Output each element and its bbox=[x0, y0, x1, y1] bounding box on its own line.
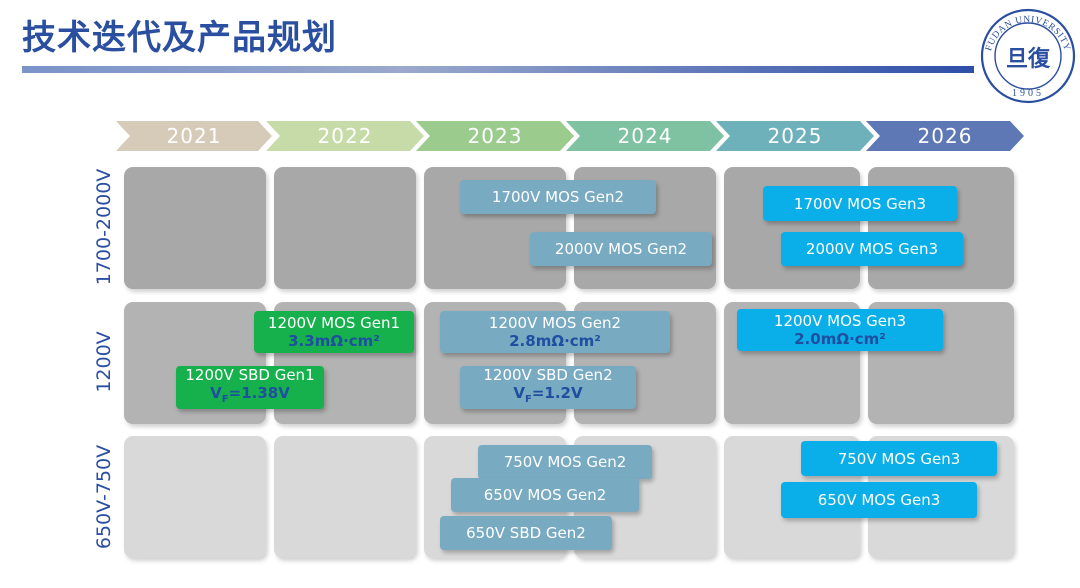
product-label: 750V MOS Gen3 bbox=[837, 449, 961, 468]
product-label: 1200V MOS Gen1 bbox=[267, 314, 401, 332]
grid-cell bbox=[274, 436, 416, 558]
logo-year: 1905 bbox=[1012, 88, 1044, 99]
product-2000v-mos-gen3: 2000V MOS Gen3 bbox=[781, 232, 963, 266]
product-1200v-sbd-gen1: 1200V SBD Gen1 VF=1.38V bbox=[176, 366, 324, 409]
year-2023: 2023 bbox=[416, 121, 574, 151]
product-1700v-mos-gen2: 1700V MOS Gen2 bbox=[460, 180, 656, 214]
product-750v-mos-gen3: 750V MOS Gen3 bbox=[801, 441, 997, 476]
product-label: 2000V MOS Gen2 bbox=[554, 240, 688, 258]
product-650v-mos-gen2: 650V MOS Gen2 bbox=[451, 478, 639, 512]
product-label: 1700V MOS Gen3 bbox=[793, 194, 927, 213]
title-underline bbox=[22, 66, 974, 73]
grid-cell bbox=[124, 167, 266, 289]
product-label: 1200V MOS Gen3 bbox=[773, 312, 907, 330]
year-2024: 2024 bbox=[566, 121, 724, 151]
product-650v-sbd-gen2: 650V SBD Gen2 bbox=[440, 516, 612, 550]
product-spec: 3.3mΩ·cm² bbox=[288, 332, 380, 350]
product-label: 650V SBD Gen2 bbox=[466, 524, 586, 542]
product-1200v-mos-gen3: 1200V MOS Gen3 2.0mΩ·cm² bbox=[737, 309, 943, 351]
row-label-1700-2000v: 1700-2000V bbox=[93, 168, 115, 286]
product-label: 1200V MOS Gen2 bbox=[488, 314, 622, 332]
year-2026: 2026 bbox=[866, 121, 1024, 151]
fudan-university-logo: FUDAN UNIVERSITY 1905 旦復 bbox=[980, 8, 1076, 104]
year-2022: 2022 bbox=[266, 121, 424, 151]
product-1700v-mos-gen3: 1700V MOS Gen3 bbox=[763, 186, 957, 221]
product-spec: 2.8mΩ·cm² bbox=[509, 332, 601, 350]
row-label-650-750v: 650V-750V bbox=[93, 444, 115, 550]
product-label: 650V MOS Gen2 bbox=[483, 486, 607, 504]
product-label: 650V MOS Gen3 bbox=[817, 491, 941, 509]
row-label-1200v: 1200V bbox=[93, 331, 115, 393]
product-1200v-mos-gen2: 1200V MOS Gen2 2.8mΩ·cm² bbox=[440, 311, 670, 353]
product-spec: VF=1.38V bbox=[210, 384, 290, 405]
grid-cell bbox=[124, 436, 266, 558]
product-label: 1200V SBD Gen1 bbox=[185, 366, 315, 384]
product-650v-mos-gen3: 650V MOS Gen3 bbox=[781, 482, 977, 518]
product-1200v-sbd-gen2: 1200V SBD Gen2 VF=1.2V bbox=[460, 366, 636, 409]
product-spec: 2.0mΩ·cm² bbox=[794, 330, 886, 348]
year-2021: 2021 bbox=[116, 121, 272, 151]
product-1200v-mos-gen1: 1200V MOS Gen1 3.3mΩ·cm² bbox=[254, 311, 414, 353]
product-label: 750V MOS Gen2 bbox=[503, 453, 627, 471]
product-2000v-mos-gen2: 2000V MOS Gen2 bbox=[530, 232, 712, 266]
logo-glyph: 旦復 bbox=[1006, 46, 1051, 72]
grid-cell bbox=[274, 167, 416, 289]
slide-title: 技术迭代及产品规划 bbox=[22, 18, 337, 58]
product-label: 1200V SBD Gen2 bbox=[483, 366, 613, 384]
product-label: 2000V MOS Gen3 bbox=[805, 240, 939, 258]
product-label: 1700V MOS Gen2 bbox=[491, 188, 625, 206]
year-2025: 2025 bbox=[716, 121, 874, 151]
product-750v-mos-gen2: 750V MOS Gen2 bbox=[478, 445, 652, 479]
product-spec: VF=1.2V bbox=[513, 384, 583, 405]
